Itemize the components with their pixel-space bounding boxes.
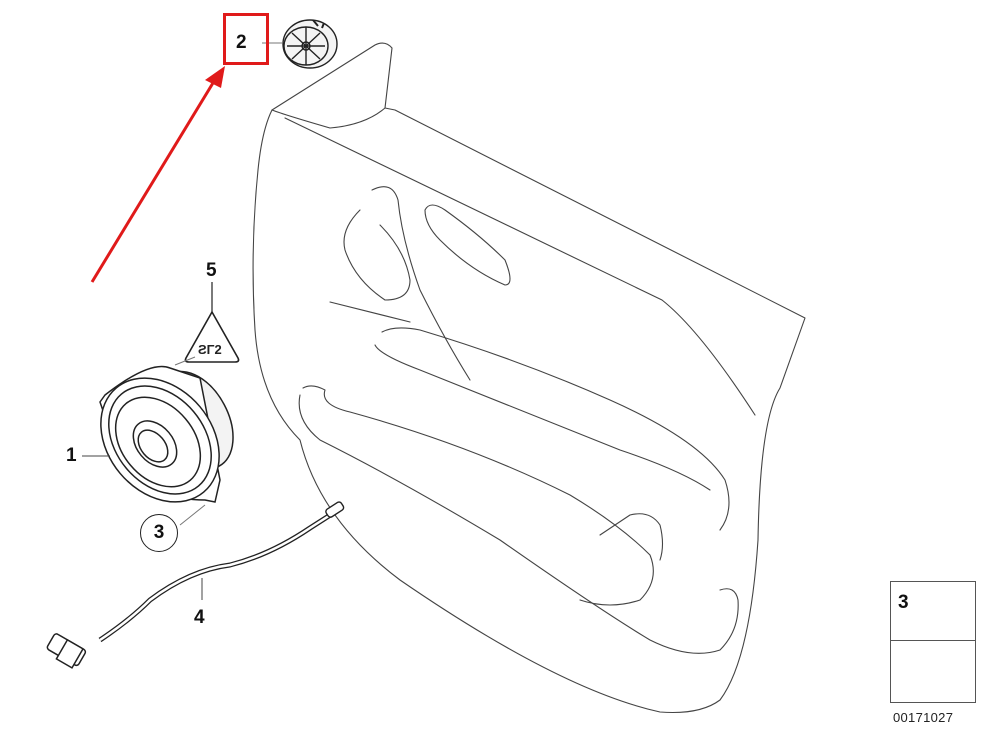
tweeter-drawing [282, 19, 338, 69]
svg-text:ƧΓ2: ƧΓ2 [198, 342, 222, 357]
fastener-legend: 3 [890, 581, 976, 703]
warning-label-drawing: ƧΓ2 [184, 282, 240, 363]
wiring-lead-drawing [46, 501, 345, 669]
legend-item-number: 3 [898, 592, 909, 613]
highlight-box-callout-2 [223, 13, 269, 65]
callout-4[interactable]: 4 [194, 607, 205, 628]
callout-3-circled[interactable]: 3 [140, 514, 178, 552]
callout-1[interactable]: 1 [66, 445, 77, 466]
highlight-arrow [90, 66, 225, 283]
callout-5[interactable]: 5 [206, 260, 217, 281]
diagram-reference-number: 00171027 [893, 710, 954, 725]
door-panel-outline [252, 42, 806, 714]
loudspeaker-drawing [99, 365, 234, 503]
legend-row-screw: 3 [891, 582, 975, 641]
callout-2[interactable]: 2 [236, 32, 247, 53]
